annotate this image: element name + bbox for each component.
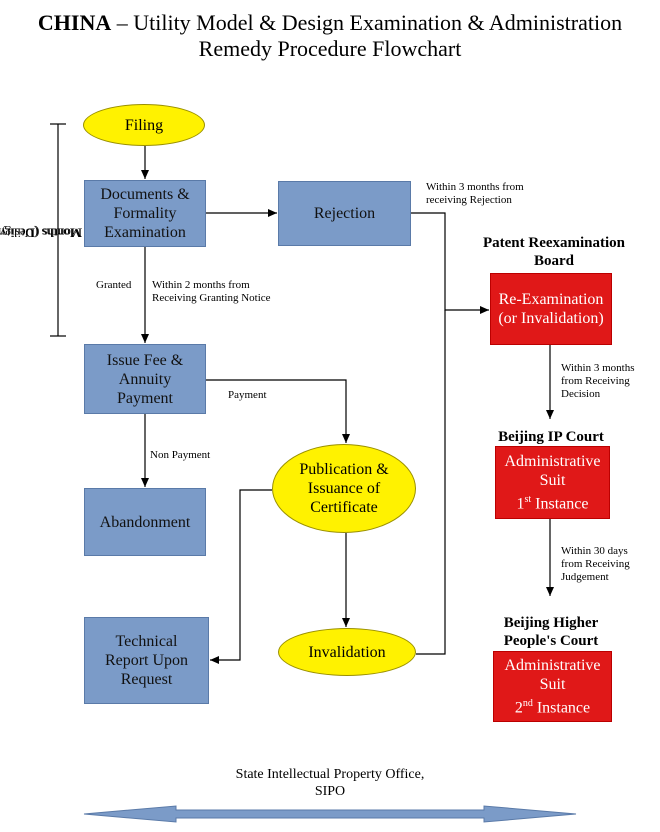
footer-line-2: SIPO — [314, 784, 346, 799]
suit2-line-2: Suit — [539, 675, 566, 693]
note-judgement-time-2: from Receiving — [561, 558, 630, 570]
ip-court-heading-text: Beijing IP Court — [498, 429, 604, 445]
suit2-word: Instance — [532, 699, 591, 717]
suit1-sup: st — [524, 493, 532, 505]
note-granting-time-2: Receiving Granting Notice — [152, 292, 271, 304]
abandonment-node: Abandonment — [84, 488, 206, 556]
suit2-line-1: Administrative — [504, 656, 601, 674]
admin-suit-first-node: Administrative Suit 1st Instance — [495, 446, 610, 519]
footer-label: State Intellectual Property Office, SIPO — [0, 766, 660, 800]
suit1-word: Instance — [531, 495, 589, 513]
higher-court-heading: Beijing Higher People's Court — [466, 614, 636, 650]
suit1-line-2: Suit — [539, 471, 566, 489]
note-decision-time-3: Decision — [561, 388, 601, 400]
suit1-num: 1 — [516, 495, 525, 513]
note-granting-time-1: Within 2 months from — [152, 279, 250, 291]
note-decision-time: Within 3 months from Receiving Decision — [561, 362, 635, 401]
page-title: CHINA – Utility Model & Design Examinati… — [0, 10, 660, 62]
time-span-label: 12 Months (Utility Model) 8 Months (Desi… — [0, 128, 98, 338]
suit2-sup: nd — [522, 697, 533, 709]
documents-line-1: Documents & — [100, 186, 190, 203]
filing-node: Filing — [83, 104, 205, 146]
issue-fee-node: Issue Fee & Annuity Payment — [84, 344, 206, 414]
footer-line-1: State Intellectual Property Office, — [235, 767, 425, 782]
publication-node: Publication & Issuance of Certificate — [272, 444, 416, 533]
title-line-2: Remedy Procedure Flowchart — [198, 36, 462, 61]
rejection-label: Rejection — [313, 205, 376, 222]
technical-report-node: Technical Report Upon Request — [84, 617, 209, 704]
prb-heading-line-1: Patent Reexamination — [482, 235, 626, 251]
technical-report-line-3: Request — [120, 671, 173, 688]
higher-court-line-2: People's Court — [503, 633, 599, 649]
title-line-1-rest: – Utility Model & Design Examination & A… — [111, 10, 623, 35]
invalidation-label: Invalidation — [308, 643, 386, 661]
technical-report-line-1: Technical — [115, 633, 178, 650]
arrow-publication-report — [210, 489, 272, 664]
documents-line-3: Examination — [104, 224, 186, 241]
title-line-1: CHINA – Utility Model & Design Examinati… — [0, 10, 660, 36]
note-judgement-time-1: Within 30 days — [561, 545, 628, 557]
technical-report-line-2: Report Upon — [104, 652, 189, 669]
arrow-rejection-reexam — [411, 212, 489, 314]
reexam-line-1: Re-Examination — [498, 291, 604, 308]
arrow-invalidation-reexam — [416, 310, 446, 655]
admin-suit-second-node: Administrative Suit 2nd Instance — [493, 651, 612, 722]
rejection-node: Rejection — [278, 181, 411, 246]
title-country: CHINA — [37, 10, 112, 35]
filing-label: Filing — [124, 116, 164, 134]
arrow-issuefee-publication — [206, 379, 350, 443]
ip-court-heading: Beijing IP Court — [476, 428, 626, 446]
note-decision-time-1: Within 3 months — [561, 362, 635, 374]
note-rejection-time-2: receiving Rejection — [426, 194, 512, 206]
note-rejection-time-1: Within 3 months from — [426, 181, 524, 193]
publication-line-3: Certificate — [310, 499, 378, 516]
note-decision-time-2: from Receiving — [561, 375, 630, 387]
note-non-payment: Non Payment — [150, 449, 211, 461]
footer-double-arrow — [83, 805, 577, 823]
note-judgement-time: Within 30 days from Receiving Judgement — [561, 545, 630, 584]
publication-line-1: Publication & — [299, 461, 389, 478]
reexam-line-2: (or Invalidation) — [498, 310, 604, 327]
issue-fee-line-3: Payment — [117, 389, 173, 407]
note-granted: Granted — [96, 279, 132, 291]
prb-heading-line-2: Board — [533, 253, 574, 269]
reexamination-node: Re-Examination (or Invalidation) — [490, 273, 612, 345]
suit1-line-3: 1st Instance — [505, 490, 601, 513]
suit1-line-1: Administrative — [504, 452, 601, 470]
note-rejection-time: Within 3 months from receiving Rejection — [426, 181, 524, 207]
note-judgement-time-3: Judgement — [561, 571, 609, 583]
issue-fee-line-2: Annuity — [118, 370, 172, 388]
abandonment-label: Abandonment — [99, 513, 191, 531]
suit2-line-3: 2nd Instance — [505, 694, 601, 717]
documents-line-2: Formality — [113, 205, 177, 222]
issue-fee-line-1: Issue Fee & — [106, 351, 184, 369]
prb-heading: Patent Reexamination Board — [456, 234, 652, 270]
documents-examination-node: Documents & Formality Examination — [84, 180, 206, 247]
note-granting-time: Within 2 months from Receiving Granting … — [152, 279, 271, 305]
invalidation-node: Invalidation — [278, 628, 416, 676]
note-payment: Payment — [228, 389, 267, 401]
higher-court-line-1: Beijing Higher — [503, 615, 599, 631]
publication-line-2: Issuance of — [307, 480, 381, 497]
suit2-num: 2 — [514, 699, 523, 717]
